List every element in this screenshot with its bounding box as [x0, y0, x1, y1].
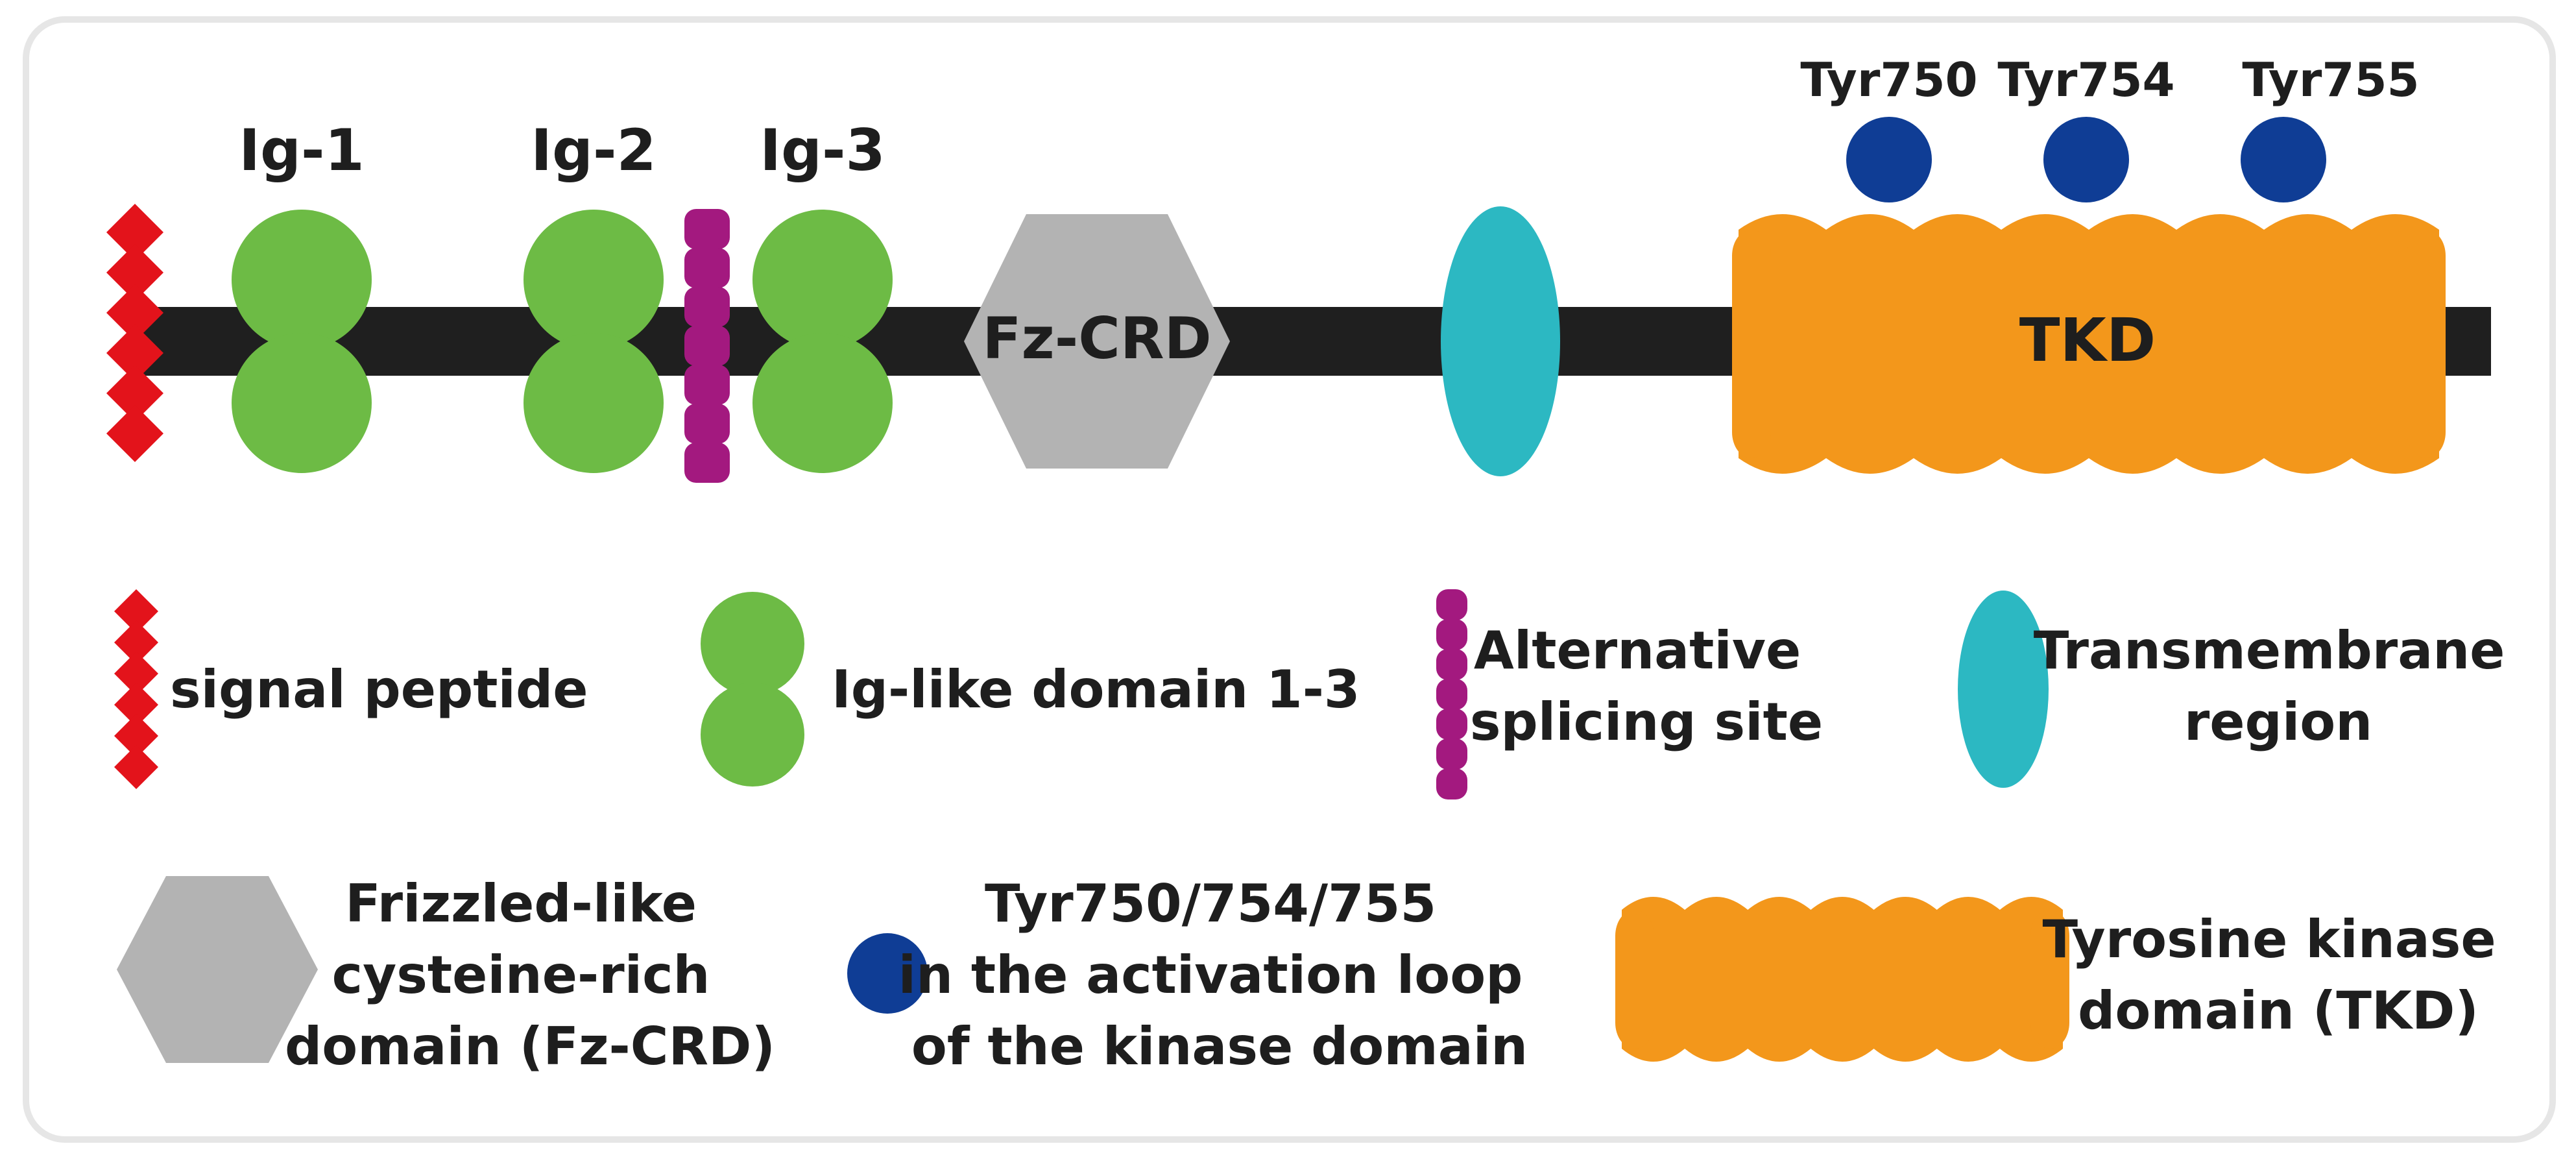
signal-peptide-diamond: [114, 745, 158, 789]
tyrosine-site-754: [2043, 117, 2129, 202]
legend-frizzled-text: Frizzled-like cysteine-rich domain (Fz-C…: [285, 873, 775, 1077]
transmembrane-region: [1441, 206, 1560, 476]
legend-tkd-text: Tyrosine kinase domain (TKD): [2042, 909, 2514, 1041]
tyrosine-site-750: [1846, 117, 1932, 202]
splicing-bead: [1436, 768, 1467, 799]
tkd-shape: [1739, 214, 2439, 474]
splicing-bead: [1436, 709, 1467, 740]
legend-signal-peptide-symbol: [114, 589, 158, 789]
tkd-cap: [1732, 230, 1771, 458]
splicing-bead: [684, 287, 730, 327]
fz-crd-domain: [964, 214, 1230, 469]
tkd-cap: [1615, 910, 1654, 1049]
legend-splicing-site-symbol: [1436, 589, 1467, 799]
tkd-domain: [1732, 214, 2446, 474]
ig3-label: Ig-3: [760, 117, 885, 184]
ig-domain-2: [524, 210, 664, 473]
splicing-bead: [1436, 649, 1467, 680]
splicing-bead: [1436, 589, 1467, 620]
tyr-label-755: Tyr755: [2242, 53, 2419, 107]
signal-peptide-diamond: [106, 204, 163, 261]
legend-tyrosine-symbol: [847, 933, 928, 1014]
legend-signal-peptide-text: signal peptide: [170, 659, 588, 720]
signal-peptide-diamond: [114, 589, 158, 633]
signal-peptide-diamond: [114, 652, 158, 696]
legend-ig-domain-symbol: [701, 592, 804, 787]
signal-peptide-diamond: [106, 324, 163, 382]
fz-crd-label: Fz-CRD: [982, 305, 1211, 372]
signal-peptide-diamond: [114, 714, 158, 758]
legend-fz-crd-symbol: [117, 876, 318, 1063]
splicing-bead: [684, 209, 730, 249]
splicing-bead: [1436, 679, 1467, 710]
tkd-shape: [1622, 897, 2063, 1062]
legend-tkd-symbol: [1615, 897, 2069, 1062]
tkd-cap: [2407, 230, 2446, 458]
tyr-label-750: Tyr750: [1800, 53, 1977, 107]
tyrosine-site-755: [2241, 117, 2326, 202]
splicing-bead: [1436, 738, 1467, 770]
legend: signal peptide Ig-like domain 1-3 Altern…: [114, 589, 2523, 1077]
signal-peptide-diamond: [106, 284, 163, 341]
signal-peptide-diamond: [114, 683, 158, 727]
legend-tyrosine-text: Tyr750/754/755 in the activation loop of…: [898, 873, 1541, 1077]
signal-peptide-diamond: [106, 405, 163, 462]
legend-transmembrane-symbol: [1958, 591, 2049, 788]
legend-ig-like-text: Ig-like domain 1-3: [832, 659, 1360, 720]
alternative-splicing-site: [684, 209, 730, 483]
splicing-bead: [684, 443, 730, 483]
signal-peptide-diamond: [106, 365, 163, 422]
splicing-bead: [684, 326, 730, 366]
splicing-bead: [684, 365, 730, 405]
ig-domain-1: [232, 210, 372, 473]
splicing-bead: [1436, 619, 1467, 650]
signal-peptide-diamond: [106, 244, 163, 301]
legend-transmembrane-text: Transmembrane region: [2034, 620, 2523, 752]
splicing-bead: [684, 248, 730, 288]
signal-peptide: [106, 204, 163, 462]
legend-splicing-text: Alternative splicing site: [1470, 620, 1823, 752]
tyr-label-754: Tyr754: [1997, 53, 2174, 107]
ig-domain-3: [752, 210, 893, 473]
splicing-bead: [684, 404, 730, 444]
ig2-label: Ig-2: [531, 117, 656, 184]
protein-diagram: Fz-CRD Tyr750 Tyr754 Tyr755 TKD Ig-1 Ig-…: [106, 53, 2491, 483]
tkd-label: TKD: [2019, 306, 2156, 375]
signal-peptide-diamond: [114, 620, 158, 665]
tkd-cap: [2030, 910, 2069, 1049]
ig1-label: Ig-1: [239, 117, 365, 184]
